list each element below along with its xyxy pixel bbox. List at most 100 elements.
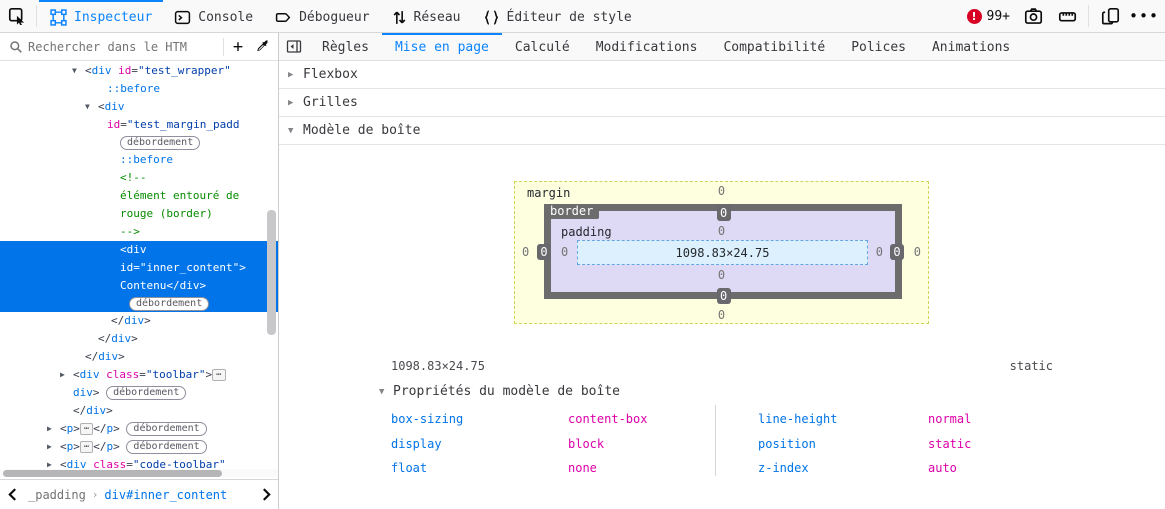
overflow-badge[interactable]: débordement [120, 135, 201, 150]
property-value[interactable]: block [568, 436, 605, 451]
section-header-flexbox[interactable]: ▶Flexbox [279, 61, 1165, 89]
chevron-down-icon: ▼ [288, 125, 294, 136]
section-header-grilles[interactable]: ▶Grilles [279, 89, 1165, 117]
expand-arrow-closed-icon[interactable]: ▶ [47, 441, 52, 451]
tree-row[interactable]: </div> [0, 402, 278, 420]
devtools-tab-inspecteur[interactable]: Inspecteur [39, 0, 164, 32]
tree-row[interactable]: ▶<div class="code-toolbar" [0, 456, 278, 470]
margin-bottom-value[interactable]: 0 [717, 308, 726, 322]
expand-inline-button[interactable]: ⋯ [79, 440, 94, 453]
property-value[interactable]: static [928, 436, 972, 451]
tree-row[interactable]: ::before [0, 80, 278, 98]
border-label: border [544, 204, 600, 219]
tree-row[interactable]: débordement [0, 134, 278, 152]
property-value[interactable]: content-box [568, 412, 648, 427]
margin-right-value[interactable]: 0 [913, 245, 921, 259]
console-error-badge[interactable]: ! 99+ [963, 8, 1014, 24]
tab-calculé[interactable]: Calculé [514, 40, 570, 55]
breadcrumb-scroll-right-icon[interactable] [254, 488, 278, 501]
devtools-tab-r-seau[interactable]: Réseau [381, 0, 472, 32]
expand-arrow-open-icon[interactable]: ▼ [85, 101, 90, 111]
devtools-menu-icon[interactable]: ••• [1128, 7, 1160, 25]
rulers-icon[interactable] [1052, 3, 1082, 29]
node-picker-button[interactable] [0, 0, 34, 32]
tab-modifications[interactable]: Modifications [595, 40, 698, 55]
tree-row[interactable]: </div> [0, 330, 278, 348]
tree-row[interactable]: --> [0, 223, 278, 241]
tree-row[interactable]: débordement [0, 294, 278, 313]
markup-search-input[interactable]: Rechercher dans le HTM [28, 40, 221, 54]
panel-splitter[interactable] [278, 33, 279, 509]
vertical-scrollbar[interactable] [267, 210, 276, 335]
tree-row[interactable]: id="inner_content"> [0, 258, 278, 277]
tab-règles[interactable]: Règles [322, 40, 369, 55]
tree-row[interactable]: ▶<p>⋯</p> débordement [0, 420, 278, 438]
responsive-mode-icon[interactable] [1095, 3, 1125, 29]
markup-token: div [66, 457, 87, 470]
tree-row[interactable]: id="test_margin_padd [0, 116, 278, 134]
tab-mise-en-page[interactable]: Mise en page [381, 33, 502, 60]
tree-row[interactable]: <div [0, 240, 278, 259]
tree-row[interactable]: <!-- [0, 169, 278, 187]
padding-top-value[interactable]: 0 [717, 224, 726, 238]
expand-arrow-closed-icon[interactable]: ▶ [47, 423, 52, 433]
border-left-value[interactable]: 0 [537, 244, 551, 260]
devtools-tab-d-bogueur[interactable]: Débogueur [264, 0, 380, 32]
content-box[interactable]: 1098.83×24.75 [577, 240, 868, 265]
markup-search-bar: Rechercher dans le HTM + [0, 33, 278, 61]
tree-row[interactable]: élément entouré de [0, 187, 278, 205]
eyedropper-icon[interactable] [250, 36, 274, 58]
toolbar-right-group: ! 99+ [963, 0, 1165, 32]
tree-row[interactable]: ▼<div [0, 98, 278, 116]
property-value[interactable]: normal [928, 412, 972, 427]
margin-left-value[interactable]: 0 [522, 245, 530, 259]
tree-row[interactable]: Contenu</div> [0, 276, 278, 295]
expand-arrow-closed-icon[interactable]: ▶ [60, 370, 65, 380]
tree-row[interactable]: </div> [0, 312, 278, 330]
overflow-badge[interactable]: débordement [129, 296, 210, 311]
devtools-tab-console[interactable]: Console [163, 0, 264, 32]
markup-token: </ [85, 350, 99, 364]
properties-divider [715, 405, 716, 476]
tree-row[interactable]: ▶<p>⋯</p> débordement [0, 438, 278, 456]
border-right-value[interactable]: 0 [890, 244, 904, 260]
horizontal-scrollbar[interactable] [3, 469, 222, 477]
tab-compatibilité[interactable]: Compatibilité [723, 40, 826, 55]
inspector-left-panel: Rechercher dans le HTM + ▼<div id="test_… [0, 33, 278, 509]
tab-polices[interactable]: Polices [851, 40, 906, 55]
expand-arrow-closed-icon[interactable]: ▶ [47, 459, 52, 469]
padding-right-value[interactable]: 0 [875, 245, 883, 259]
expand-inline-button[interactable]: ⋯ [79, 422, 94, 435]
border-top-value[interactable]: 0 [716, 205, 731, 221]
markup-token: p [66, 421, 74, 435]
padding-bottom-value[interactable]: 0 [717, 268, 726, 282]
expand-inline-button[interactable]: ⋯ [212, 369, 226, 382]
sidebar-toggle-icon[interactable] [279, 33, 309, 60]
breadcrumb-scroll-left-icon[interactable] [0, 488, 24, 501]
screenshot-icon[interactable] [1018, 3, 1048, 29]
tree-row[interactable]: ▶<div class="toolbar">⋯ [0, 366, 278, 384]
section-header-modèle-de-boîte[interactable]: ▼Modèle de boîte [279, 117, 1165, 145]
margin-top-value[interactable]: 0 [717, 184, 726, 198]
tree-row[interactable]: rouge (border) [0, 205, 278, 223]
property-value[interactable]: none [568, 461, 597, 476]
tree-row[interactable]: </div> [0, 348, 278, 366]
padding-left-value[interactable]: 0 [561, 245, 569, 259]
breadcrumb-item[interactable]: _padding [28, 487, 86, 502]
tree-row[interactable]: div> débordement [0, 384, 278, 402]
breadcrumb-item-selected[interactable]: div#inner_content [104, 487, 228, 502]
overflow-badge[interactable]: débordement [126, 439, 207, 454]
boxmodel-properties-header[interactable]: ▼ Propriétés du modèle de boîte [379, 384, 620, 399]
markup-token: < [60, 457, 67, 470]
tab-animations[interactable]: Animations [931, 40, 1011, 55]
property-value[interactable]: auto [928, 461, 957, 476]
overflow-badge[interactable]: débordement [126, 421, 207, 436]
overflow-badge[interactable]: débordement [106, 386, 187, 401]
expand-arrow-open-icon[interactable]: ▼ [72, 66, 77, 75]
tree-row[interactable]: ::before [0, 151, 278, 169]
tree-row[interactable]: ▼<div id="test_wrapper" [0, 62, 278, 80]
add-node-button[interactable]: + [232, 36, 244, 57]
devtools-tab--diteur-de-style[interactable]: Éditeur de style [472, 0, 643, 32]
border-bottom-value[interactable]: 0 [716, 288, 731, 304]
